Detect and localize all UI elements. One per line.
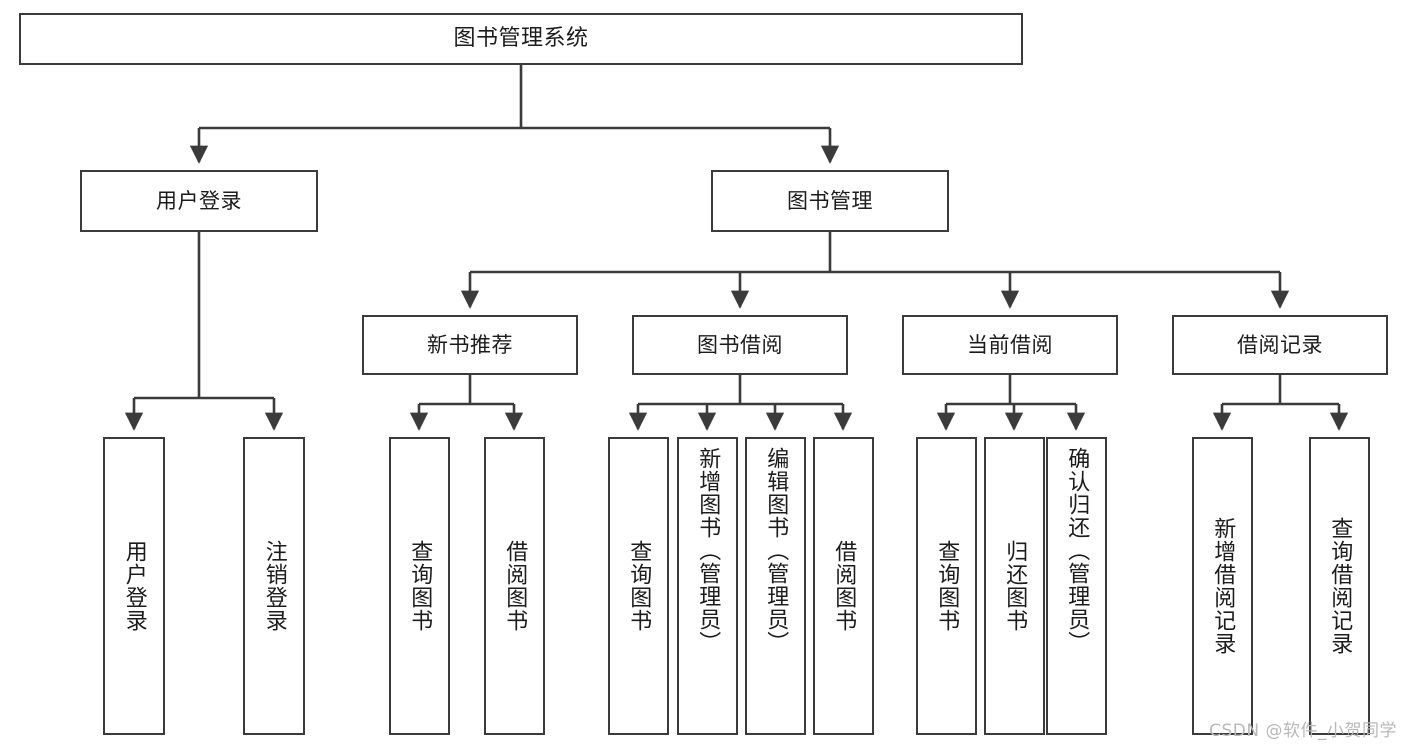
node-book-borrow-label: 图书借阅 — [697, 332, 783, 357]
node-book-manage[interactable]: 图书管理 — [711, 170, 949, 232]
node-borrow-record-label: 借阅记录 — [1237, 332, 1323, 357]
leaf-return-book-label: 归还图书 — [1002, 540, 1028, 632]
leaf-query-book-3[interactable]: 查询图书 — [916, 437, 977, 735]
leaf-logout-login-label: 注销登录 — [261, 540, 287, 632]
leaf-borrow-book-1[interactable]: 借阅图书 — [484, 437, 545, 735]
leaf-return-book[interactable]: 归还图书 — [984, 437, 1045, 735]
leaf-add-borrow-record[interactable]: 新增借阅记录 — [1192, 437, 1253, 735]
leaf-query-borrow-record[interactable]: 查询借阅记录 — [1309, 437, 1370, 735]
leaf-add-book-admin-label: 新增图书（管理员） — [695, 447, 721, 654]
node-user-login-label: 用户登录 — [156, 188, 242, 213]
leaf-user-login-label: 用户登录 — [121, 540, 147, 632]
node-new-book-recommend[interactable]: 新书推荐 — [362, 315, 578, 375]
node-book-manage-label: 图书管理 — [787, 188, 873, 213]
leaf-borrow-book-1-label: 借阅图书 — [502, 540, 528, 632]
node-borrow-record[interactable]: 借阅记录 — [1172, 315, 1388, 375]
leaf-query-book-1[interactable]: 查询图书 — [389, 437, 450, 735]
node-book-borrow[interactable]: 图书借阅 — [632, 315, 848, 375]
leaf-edit-book-admin-label: 编辑图书（管理员） — [763, 447, 789, 654]
leaf-add-book-admin[interactable]: 新增图书（管理员） — [677, 437, 738, 735]
leaf-confirm-return-admin-label: 确认归还（管理员） — [1064, 447, 1090, 654]
leaf-query-book-1-label: 查询图书 — [407, 540, 433, 632]
leaf-edit-book-admin[interactable]: 编辑图书（管理员） — [745, 437, 806, 735]
leaf-add-borrow-record-label: 新增借阅记录 — [1210, 517, 1236, 655]
node-root[interactable]: 图书管理系统 — [19, 13, 1023, 65]
leaf-query-book-2[interactable]: 查询图书 — [608, 437, 669, 735]
node-user-login[interactable]: 用户登录 — [80, 170, 318, 232]
leaf-confirm-return-admin[interactable]: 确认归还（管理员） — [1046, 437, 1107, 735]
node-new-book-recommend-label: 新书推荐 — [427, 332, 513, 357]
leaf-borrow-book-2-label: 借阅图书 — [831, 540, 857, 632]
node-root-label: 图书管理系统 — [453, 26, 589, 52]
leaf-borrow-book-2[interactable]: 借阅图书 — [813, 437, 874, 735]
leaf-query-borrow-record-label: 查询借阅记录 — [1327, 517, 1353, 655]
leaf-user-login[interactable]: 用户登录 — [103, 437, 165, 735]
leaf-query-book-3-label: 查询图书 — [934, 540, 960, 632]
node-current-borrow[interactable]: 当前借阅 — [902, 315, 1118, 375]
node-current-borrow-label: 当前借阅 — [967, 332, 1053, 357]
leaf-query-book-2-label: 查询图书 — [626, 540, 652, 632]
leaf-logout-login[interactable]: 注销登录 — [243, 437, 305, 735]
